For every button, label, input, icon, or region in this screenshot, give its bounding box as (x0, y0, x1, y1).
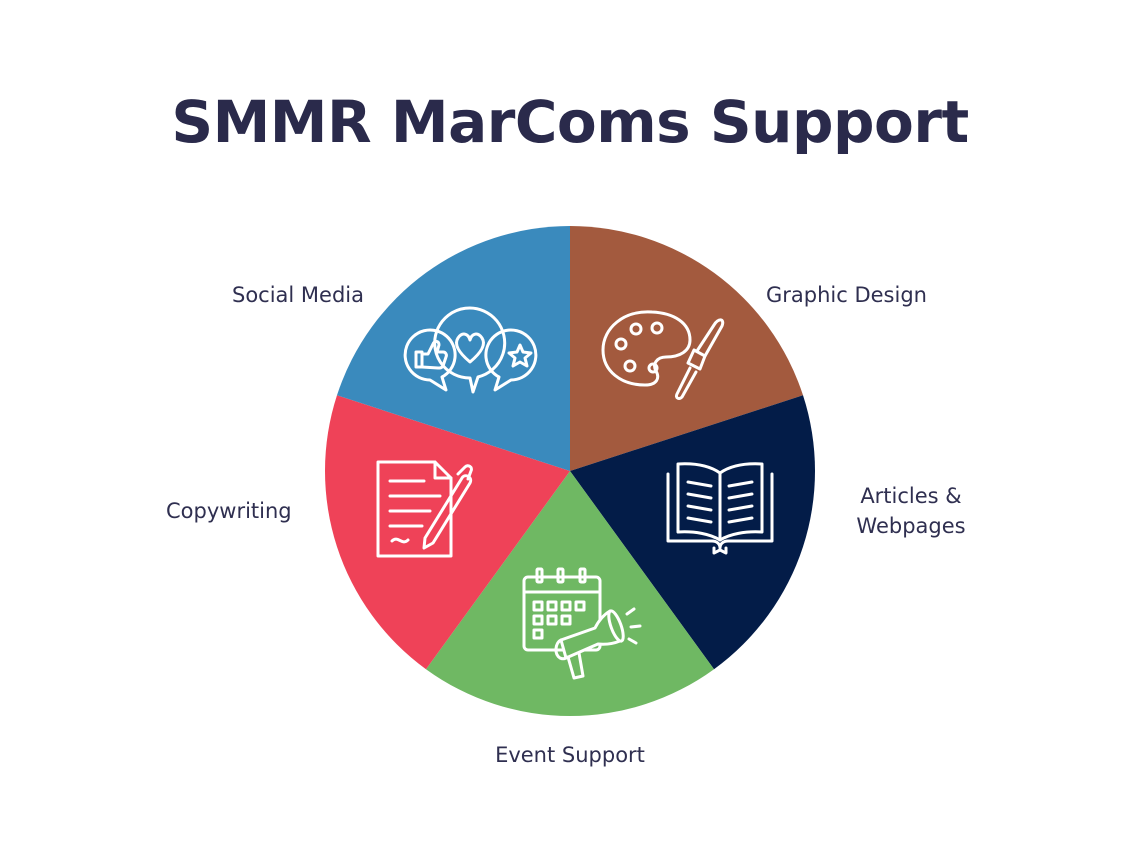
slice-event-support (425, 471, 715, 717)
palette-icon (601, 310, 725, 400)
social-bubbles-icon (403, 306, 538, 394)
document-pen-icon (376, 460, 473, 558)
label-copywriting: Copywriting (166, 496, 292, 526)
label-social-media-line: Social Media (232, 283, 365, 307)
slice-copywriting (324, 395, 570, 670)
label-copywriting-line: Copywriting (166, 499, 292, 523)
label-graphic-design: Graphic Design (766, 280, 927, 310)
calendar-megaphone-icon (522, 567, 642, 680)
label-event-support: Event Support (470, 740, 670, 770)
label-articles-webpages-line: Webpages (856, 514, 966, 538)
label-articles-webpages: Articles & Webpages (846, 481, 976, 541)
label-social-media: Social Media (232, 280, 364, 310)
page-title: SMMR MarComs Support (171, 88, 969, 156)
label-graphic-design-line: Graphic Design (766, 283, 927, 307)
label-articles-webpages-line: Articles & (860, 484, 962, 508)
open-book-icon (666, 462, 774, 555)
label-event-support-line: Event Support (495, 743, 645, 767)
